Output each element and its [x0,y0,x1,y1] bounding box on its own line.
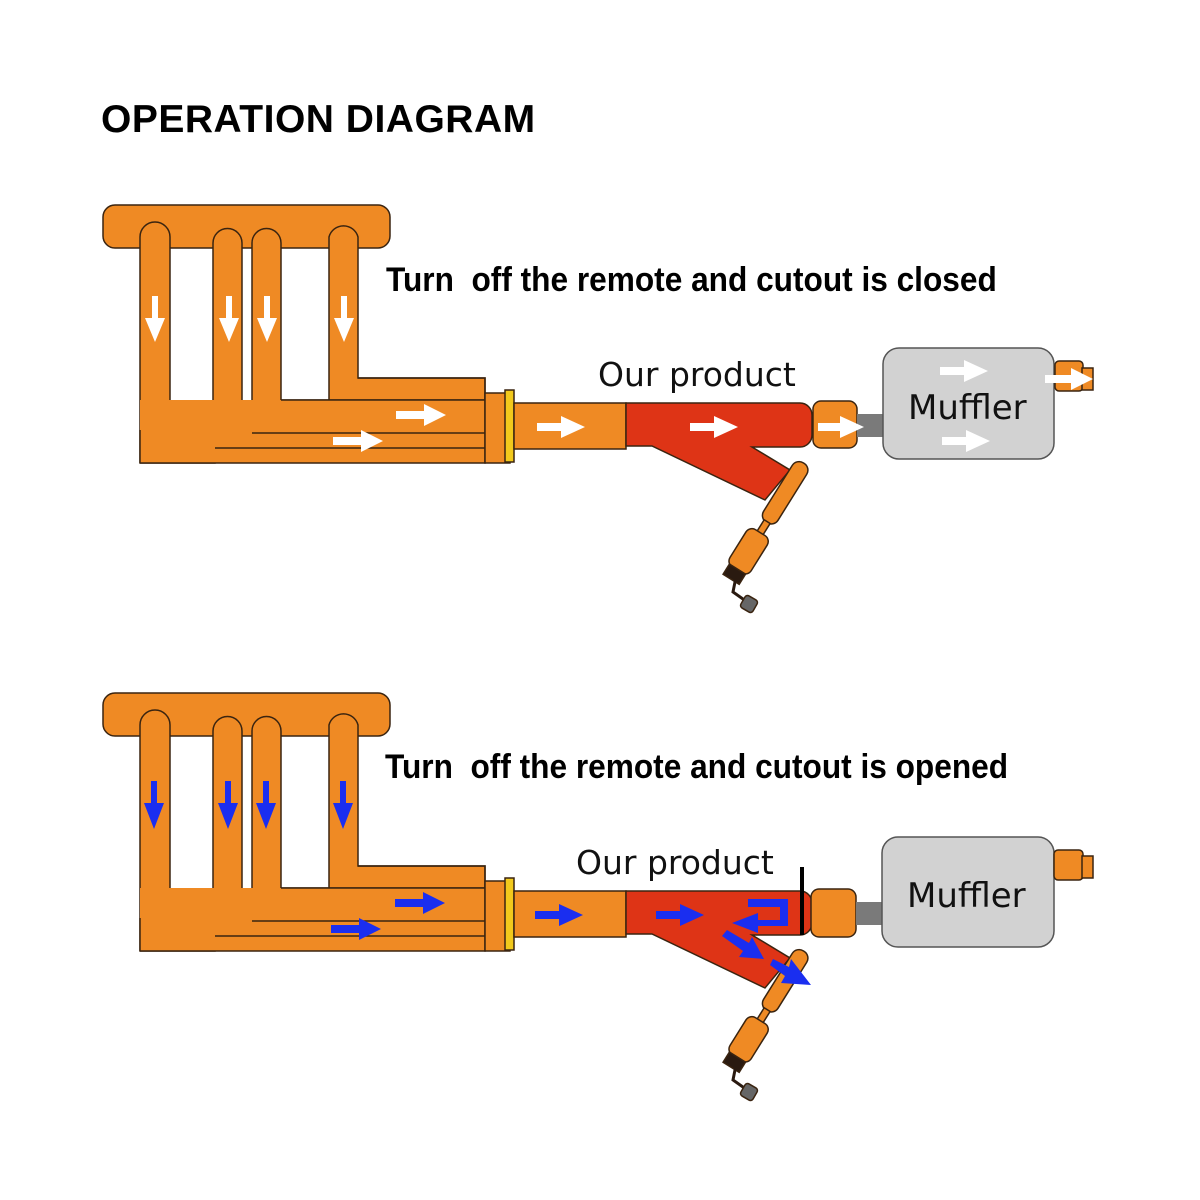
flow-arrow-blocked-return [732,899,788,933]
caption-opened: Turn off the remote and cutout is opened [385,748,1009,786]
tailpipe-tip [1081,855,1094,879]
flow-arrow-right [535,904,583,926]
product-label: Our product [598,355,796,394]
flow-arrow-right [656,904,704,926]
flange-gasket [504,877,515,951]
caption-closed: Turn off the remote and cutout is closed [386,261,997,299]
header-flange [102,692,391,737]
flow-arrow-right [537,416,585,438]
tailpipe-outer [1053,849,1084,881]
header-runner-4 [328,713,486,889]
muffler-inlet-coupler [810,888,857,938]
muffler-body [882,347,1055,460]
header-runner-4 [328,225,486,401]
muffler-label: Muffler [907,876,1026,916]
muffler-inlet-pipe [857,414,884,437]
exhaust-diagram-opened [102,692,1094,1102]
valve-block-indicator [800,867,804,935]
flow-arrows-closed [145,296,1093,452]
flow-arrows-opened [144,781,811,985]
flow-arrow-right [818,416,864,438]
flow-arrow-down [144,781,164,829]
flow-arrow-down [256,781,276,829]
flow-arrow-right [395,892,445,914]
flow-arrow-diagonal [722,930,764,959]
flow-arrow-exit [770,959,811,985]
flange-gasket [504,389,515,463]
header-flange [102,204,391,249]
flow-arrow-down [218,781,238,829]
flow-arrow-right [942,430,990,452]
flow-arrow-right [396,404,446,426]
exhaust-diagram-closed [102,204,1094,614]
flow-arrow-right [940,360,988,382]
panel-cutout-opened: Turn off the remote and cutout is opened… [0,488,1200,1102]
muffler-body [881,836,1055,948]
flow-arrow-down [145,296,165,342]
flow-arrow-right [1045,368,1093,390]
flow-arrow-right [333,430,383,452]
actuator-plug [739,1082,759,1102]
flow-arrow-down [219,296,239,342]
flow-arrow-down [257,296,277,342]
panel-cutout-closed: Turn off the remote and cutout is closed… [0,0,1200,614]
cutout-valve-actuator [722,460,809,586]
muffler-inlet-pipe [856,902,883,925]
product-label: Our product [576,843,774,882]
our-product-y-pipe [625,402,813,501]
flow-arrow-down [333,781,353,829]
flow-arrow-right [690,416,738,438]
header-runner-3 [251,715,331,922]
actuator-plug [739,594,759,614]
diagram-title: OPERATION DIAGRAM [101,98,536,141]
muffler-label: Muffler [908,388,1027,428]
header-runner-3 [251,227,331,434]
flow-arrow-right [331,918,381,940]
flow-arrow-down [334,296,354,342]
